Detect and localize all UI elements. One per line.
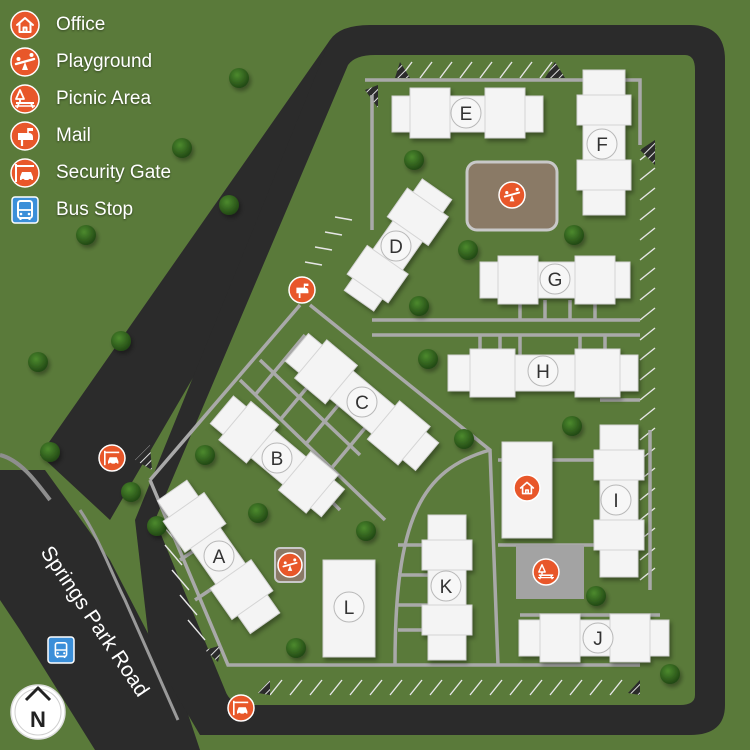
- building-g-label: G: [548, 270, 563, 291]
- legend-label-bus-stop: Bus Stop: [56, 198, 134, 220]
- building-labels: E F D G H C B I A K L J: [203, 97, 632, 654]
- compass-letter: N: [30, 707, 46, 732]
- legend-label-office: Office: [56, 13, 106, 35]
- building-d[interactable]: D: [380, 230, 412, 262]
- building-l[interactable]: L: [333, 591, 365, 623]
- legend-item-office[interactable]: Office: [10, 6, 171, 43]
- playground-marker-north[interactable]: [498, 181, 526, 209]
- building-k[interactable]: K: [430, 570, 462, 602]
- mail-marker[interactable]: [288, 276, 316, 304]
- legend-label-playground: Playground: [56, 50, 153, 72]
- building-i[interactable]: I: [600, 484, 632, 516]
- building-f[interactable]: F: [586, 128, 618, 160]
- legend-label-mail: Mail: [56, 124, 91, 146]
- hatched-islands: [135, 62, 655, 695]
- legend-item-playground[interactable]: Playground: [10, 43, 171, 80]
- building-l-label: L: [344, 598, 355, 619]
- compass-arrow-icon: [24, 686, 52, 702]
- building-j[interactable]: J: [582, 622, 614, 654]
- picnic-table-icon: [10, 83, 40, 114]
- building-j-label: J: [593, 629, 603, 650]
- legend-item-picnic-area[interactable]: Picnic Area: [10, 80, 171, 117]
- playground-marker-south[interactable]: [277, 552, 303, 578]
- building-f-label: F: [596, 135, 608, 156]
- security-gate-marker-west[interactable]: [98, 444, 126, 472]
- legend-label-security-gate: Security Gate: [56, 161, 172, 183]
- building-b-label: B: [271, 449, 284, 470]
- building-a-label: A: [213, 547, 226, 568]
- legend-item-mail[interactable]: Mail: [10, 117, 171, 154]
- parking-stalls: [157, 61, 656, 696]
- office-marker[interactable]: [513, 474, 541, 502]
- building-d-label: D: [389, 237, 403, 258]
- building-i-label: I: [613, 491, 618, 512]
- building-e-label: E: [460, 104, 473, 125]
- mailbox-icon: [10, 120, 40, 151]
- building-e[interactable]: E: [450, 97, 482, 129]
- legend-item-bus-stop[interactable]: Bus Stop: [10, 191, 171, 228]
- bus-stop-marker[interactable]: [47, 636, 75, 664]
- compass-rose: N: [10, 684, 66, 740]
- building-a[interactable]: A: [203, 540, 235, 572]
- building-h-label: H: [536, 362, 550, 383]
- building-g[interactable]: G: [539, 263, 571, 295]
- building-g-footprint: [479, 255, 631, 305]
- building-c-label: C: [355, 393, 369, 414]
- seesaw-icon: [10, 46, 40, 77]
- building-k-label: K: [440, 577, 453, 598]
- trees: [28, 68, 680, 684]
- gate-car-icon: [10, 157, 40, 188]
- building-h[interactable]: H: [527, 355, 559, 387]
- building-c[interactable]: C: [346, 386, 378, 418]
- amenity-markers: [47, 181, 560, 722]
- house-icon: [10, 9, 40, 40]
- picnic-area-marker[interactable]: [532, 558, 560, 586]
- legend-item-security-gate[interactable]: Security Gate: [10, 154, 171, 191]
- security-gate-marker-south[interactable]: [227, 694, 255, 722]
- bus-icon: [11, 195, 39, 224]
- legend-label-picnic-area: Picnic Area: [56, 87, 152, 109]
- building-b[interactable]: B: [261, 442, 293, 474]
- map-legend: Office Playground Picnic Area Mail Secur…: [10, 6, 171, 228]
